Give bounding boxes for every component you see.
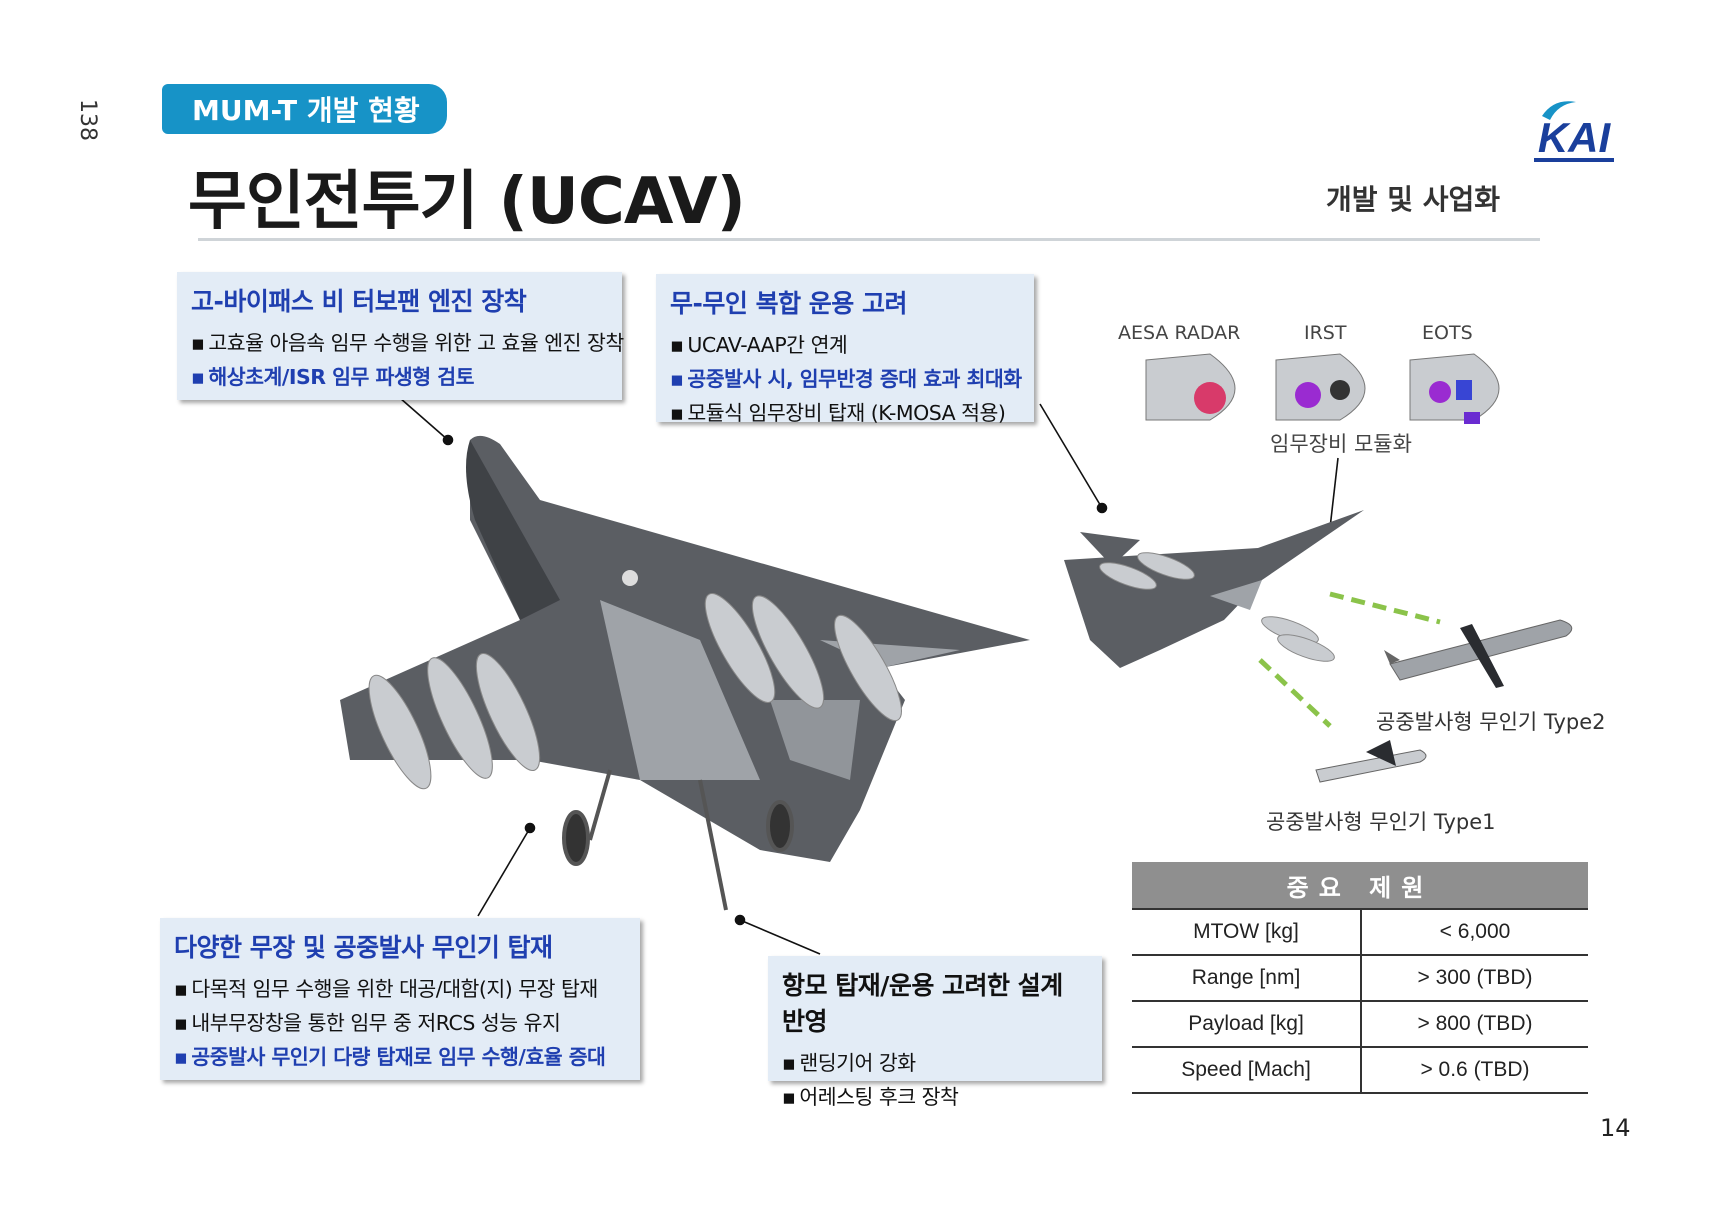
callout-weapon-line: 내부무장창을 통한 임무 중 저RCS 성능 유지 <box>174 1006 626 1040</box>
spec-row: Speed [Mach] > 0.6 (TBD) <box>1132 1047 1588 1094</box>
spec-row: Range [nm] > 300 (TBD) <box>1132 955 1588 1002</box>
spec-key: MTOW [kg] <box>1132 908 1362 956</box>
callout-mumt: 무-무인 복합 운용 고려 UCAV-AAP간 연계 공중발사 시, 임무반경 … <box>656 274 1034 425</box>
callout-engine: 고-바이패스 비 터보팬 엔진 장착 고효율 아음속 임무 수행을 위한 고 효… <box>177 272 624 400</box>
section-badge: MUM-T 개발 현황 <box>162 84 447 134</box>
drone-type1-illustration <box>1315 740 1427 783</box>
spec-value: > 300 (TBD) <box>1361 955 1588 1002</box>
leader-mumt <box>1039 403 1103 509</box>
ucav-secondary-illustration <box>1064 510 1364 668</box>
spec-table: 중요 제원 MTOW [kg] < 6,000 Range [nm] > 300… <box>1132 862 1588 1094</box>
callout-engine-highlight: 해상초계/ISR 임무 파생형 검토 <box>191 360 608 394</box>
kai-logo: KAI <box>1534 101 1614 162</box>
eots-pod <box>1409 353 1500 424</box>
callout-mumt-line: UCAV-AAP간 연계 <box>670 328 1020 362</box>
irst-pod <box>1275 353 1366 421</box>
callout-mumt-line: 모듈식 임무장비 탑재 (K-MOSA 적용) <box>670 396 1020 430</box>
drone-type2-illustration <box>1384 619 1573 688</box>
callout-carrier-title: 항모 탑재/운용 고려한 설계 반영 <box>782 971 1063 1036</box>
page-subtitle: 개발 및 사업화 <box>1326 183 1501 216</box>
mission-pods <box>1145 353 1500 424</box>
eots-label: EOTS <box>1422 322 1473 344</box>
callout-weapon-line: 다목적 임무 수행을 위한 대공/대함(지) 무장 탑재 <box>174 972 626 1006</box>
aesa-radar-label: AESA RADAR <box>1118 322 1241 344</box>
spec-key: Range [nm] <box>1132 955 1362 1002</box>
drone-type1-label: 공중발사형 무인기 Type1 <box>1266 810 1496 834</box>
callout-carrier: 항모 탑재/운용 고려한 설계 반영 랜딩기어 강화 어레스팅 후크 장착 <box>768 956 1102 1109</box>
callout-engine-title: 고-바이패스 비 터보팬 엔진 장착 <box>191 287 527 316</box>
datalink-lines <box>1258 591 1441 728</box>
title-divider <box>198 238 1540 241</box>
spec-key: Payload [kg] <box>1132 1001 1362 1048</box>
callout-mumt-highlight: 공중발사 시, 임무반경 증대 효과 최대화 <box>670 362 1022 396</box>
spec-row: Payload [kg] > 800 (TBD) <box>1132 1001 1588 1048</box>
irst-label: IRST <box>1304 322 1347 344</box>
callout-engine-line: 고효율 아음속 임무 수행을 위한 고 효율 엔진 장착 <box>191 326 624 360</box>
leader-weapon <box>477 827 531 917</box>
ucav-main-illustration <box>340 435 1030 911</box>
callout-carrier-line: 어레스팅 후크 장착 <box>782 1080 1088 1114</box>
drone-type2-label: 공중발사형 무인기 Type2 <box>1376 710 1606 734</box>
spec-key: Speed [Mach] <box>1132 1047 1362 1094</box>
leader-carrier <box>739 919 821 955</box>
callout-weapon-highlight: 공중발사 무인기 다량 탑재로 임무 수행/효율 증대 <box>174 1040 626 1074</box>
mission-equipment-caption: 임무장비 모듈화 <box>1270 432 1412 456</box>
page-number: 14 <box>1600 1114 1631 1142</box>
page-title: 무인전투기 (UCAV) <box>188 165 746 239</box>
logo-text: KAI <box>1538 114 1612 161</box>
callout-weapon: 다양한 무장 및 공중발사 무인기 탑재 다목적 임무 수행을 위한 대공/대함… <box>160 918 640 1080</box>
aesa-pod <box>1145 353 1236 421</box>
spec-value: < 6,000 <box>1361 908 1588 956</box>
callout-weapon-title: 다양한 무장 및 공중발사 무인기 탑재 <box>174 933 553 962</box>
leader-engine <box>399 397 449 441</box>
callout-carrier-line: 랜딩기어 강화 <box>782 1046 1088 1080</box>
callout-mumt-title: 무-무인 복합 운용 고려 <box>670 289 908 318</box>
spec-value: > 800 (TBD) <box>1361 1001 1588 1048</box>
spec-row: MTOW [kg] < 6,000 <box>1132 908 1588 956</box>
spec-value: > 0.6 (TBD) <box>1361 1047 1588 1094</box>
spec-table-header: 중요 제원 <box>1132 862 1588 909</box>
